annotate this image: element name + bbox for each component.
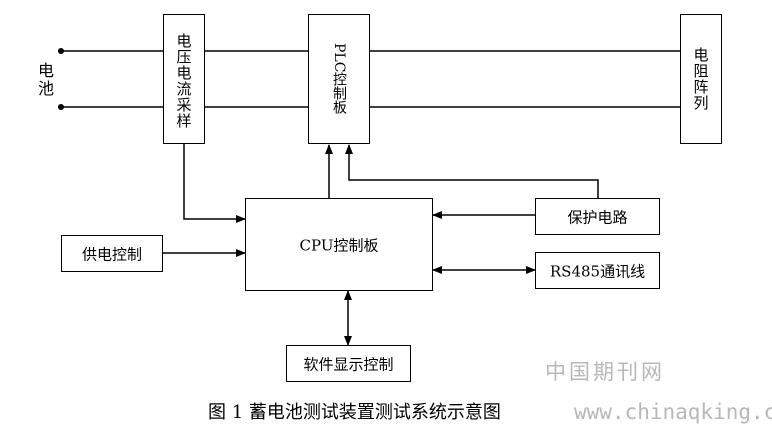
arrow-sampling-to-cpu [183, 143, 246, 223]
sampling-block-label: 电压电流采样 [174, 33, 193, 129]
rs485-block: RS485通讯线 [535, 252, 660, 289]
signal-arrows [163, 143, 599, 346]
arrow-protection-to-plc [345, 144, 599, 198]
watermark-chinese: 中国期刊网 [545, 360, 665, 384]
watermark-url: www.chinaqking.com [574, 400, 772, 424]
battery-label: 电池 [35, 62, 54, 98]
sampling-block: 电压电流采样 [163, 14, 205, 144]
rs485-block-label: RS485通讯线 [549, 262, 646, 280]
plc-block-label: PLC控制板 [331, 43, 347, 115]
software-block-label: 软件显示控制 [303, 355, 394, 373]
protection-block: 保护电路 [535, 198, 660, 235]
figure-caption: 图 1 蓄电池测试装置测试系统示意图 [208, 402, 501, 423]
software-block: 软件显示控制 [286, 345, 411, 382]
plc-block: PLC控制板 [308, 14, 370, 144]
protection-block-label: 保护电路 [567, 208, 628, 226]
load-block: 电阻阵列 [680, 14, 722, 144]
power-bus [61, 50, 680, 108]
cpu-block: CPU控制板 [245, 198, 433, 291]
power-ctrl-block-label: 供电控制 [81, 245, 142, 263]
load-block-label: 电阻阵列 [691, 47, 710, 111]
cpu-block-label: CPU控制板 [299, 236, 379, 254]
power-ctrl-block: 供电控制 [61, 235, 163, 272]
